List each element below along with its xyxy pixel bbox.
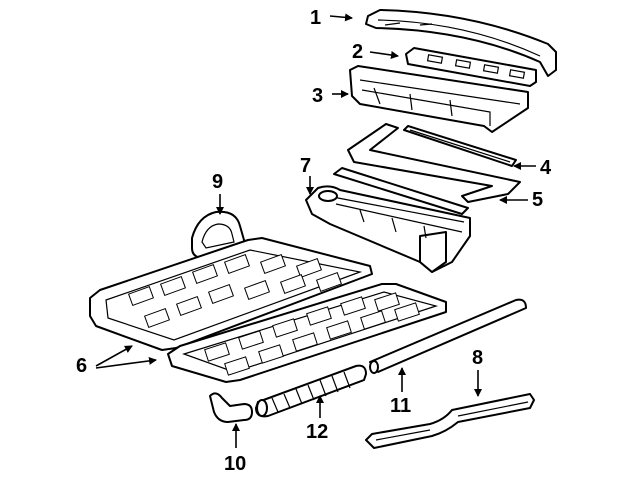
part-3-back-panel	[349, 65, 529, 133]
part-5-frame	[347, 123, 521, 203]
callout-label: 12	[306, 421, 328, 443]
callout-label: 9	[212, 171, 223, 193]
callout-label: 2	[352, 41, 363, 63]
callout-10: 10	[224, 423, 246, 475]
part-6-floor-pan-lower	[167, 283, 447, 383]
callout-6: 6	[76, 345, 157, 377]
callout-label: 3	[312, 85, 323, 107]
part-4-seal-strip	[403, 125, 517, 167]
callout-label: 11	[390, 395, 411, 417]
callout-label: 4	[540, 157, 552, 179]
callout-2: 2	[352, 41, 399, 63]
callout-label: 10	[224, 453, 246, 475]
part-10-elbow	[209, 392, 253, 423]
part-11-tube	[369, 298, 527, 374]
callout-1: 1	[310, 7, 353, 29]
part-7-cross-member	[305, 167, 471, 273]
callout-label: 1	[310, 7, 321, 29]
callout-label: 8	[472, 347, 483, 369]
callout-9: 9	[212, 171, 224, 215]
callout-7: 7	[300, 155, 314, 195]
callout-12: 12	[306, 395, 328, 443]
part-8-bracket-bar	[365, 393, 535, 449]
part-1-rail	[365, 9, 557, 77]
part-2-reinforcement	[405, 47, 537, 87]
callout-4: 4	[513, 157, 552, 179]
part-12-hose	[255, 364, 367, 418]
callout-5: 5	[499, 189, 543, 211]
callout-label: 5	[532, 189, 543, 211]
callout-label: 7	[300, 155, 311, 177]
callout-label: 6	[76, 355, 87, 377]
callout-3: 3	[312, 85, 349, 107]
callout-11: 11	[390, 367, 411, 417]
callout-8: 8	[472, 347, 483, 397]
part-6-floor-pan-upper	[89, 237, 373, 351]
